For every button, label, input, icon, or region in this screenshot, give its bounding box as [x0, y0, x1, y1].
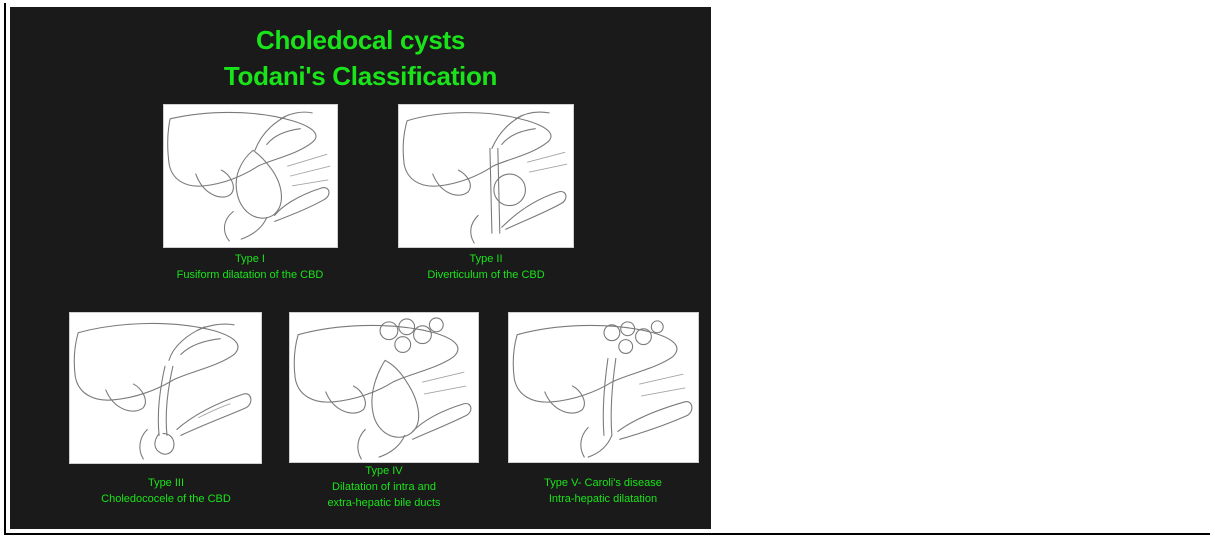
caption-type-4-line-2: Dilatation of intra and: [264, 479, 504, 495]
title-line-1: Choledocal cysts: [10, 24, 711, 56]
diagram-type-2: [398, 104, 574, 248]
caption-type-3-line-2: Choledococele of the CBD: [46, 491, 286, 507]
caption-type-1-line-2: Fusiform dilatation of the CBD: [130, 267, 370, 283]
caption-type-2: Type II Diverticulum of the CBD: [366, 251, 606, 283]
caption-type-3: Type III Choledococele of the CBD: [46, 475, 286, 507]
diagram-type-3: [69, 312, 262, 464]
caption-type-1-line-1: Type I: [130, 251, 370, 267]
diagram-type-1: [163, 104, 338, 248]
caption-type-4-line-3: extra-hepatic bile ducts: [264, 495, 504, 511]
caption-type-5-line-2: Intra-hepatic dilatation: [483, 491, 723, 507]
caption-type-4-line-1: Type IV: [264, 463, 504, 479]
title-line-2: Todani's Classification: [10, 60, 711, 92]
caption-type-4: Type IV Dilatation of intra and extra-he…: [264, 463, 504, 511]
slide: Choledocal cysts Todani's Classification…: [10, 7, 711, 529]
caption-type-1: Type I Fusiform dilatation of the CBD: [130, 251, 370, 283]
caption-type-2-line-2: Diverticulum of the CBD: [366, 267, 606, 283]
caption-type-2-line-1: Type II: [366, 251, 606, 267]
caption-type-5-line-1: Type V- Caroli's disease: [483, 475, 723, 491]
diagram-type-5: [508, 312, 699, 463]
caption-type-5: Type V- Caroli's disease Intra-hepatic d…: [483, 475, 723, 507]
diagram-type-4: [289, 312, 479, 463]
caption-type-3-line-1: Type III: [46, 475, 286, 491]
